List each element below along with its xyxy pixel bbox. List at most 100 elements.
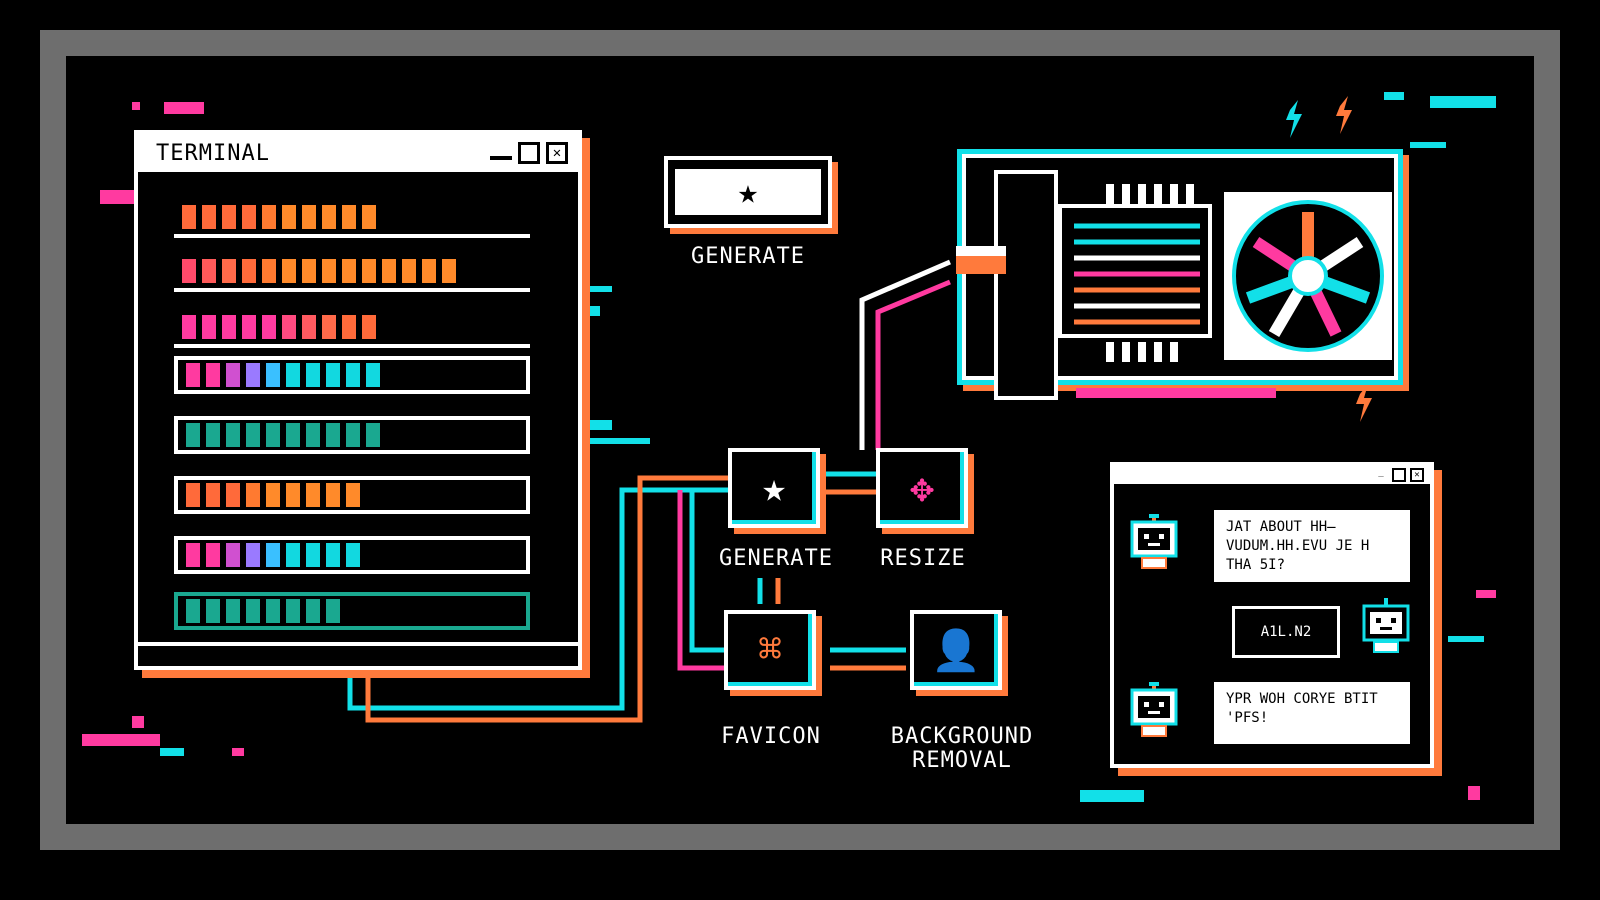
progress-segment xyxy=(226,423,240,447)
progress-segment xyxy=(362,259,376,283)
progress-segment xyxy=(226,363,240,387)
progress-segment xyxy=(246,543,260,567)
generate-node[interactable]: ★ xyxy=(728,448,820,528)
progress-segment xyxy=(362,315,376,339)
progress-segment xyxy=(226,599,240,623)
progress-segment xyxy=(186,599,200,623)
progress-segment xyxy=(306,599,320,623)
minimize-button[interactable]: _ xyxy=(1374,468,1388,482)
progress-segment xyxy=(202,315,216,339)
robot-avatar-icon xyxy=(1130,514,1178,569)
progress-segment xyxy=(246,423,260,447)
robot-avatar-icon xyxy=(1130,682,1178,737)
progress-segment xyxy=(186,543,200,567)
progress-segment xyxy=(306,423,320,447)
progress-segment xyxy=(226,543,240,567)
progress-segment xyxy=(202,259,216,283)
glitch-pixel xyxy=(1410,142,1446,148)
progress-segment xyxy=(266,483,280,507)
progress-segment xyxy=(266,423,280,447)
progress-segment xyxy=(206,483,220,507)
glitch-pixel xyxy=(578,420,612,430)
progress-segment xyxy=(302,259,316,283)
progress-segment xyxy=(286,423,300,447)
generate-node-label: GENERATE xyxy=(719,546,833,571)
progress-bar xyxy=(174,356,530,394)
progress-segment xyxy=(266,543,280,567)
terminal-bottom-rule xyxy=(138,642,578,646)
glitch-pixel xyxy=(132,716,144,728)
terminal-window: TERMINAL ✕ xyxy=(134,130,582,670)
progress-bar xyxy=(174,476,530,514)
favicon-node[interactable]: ⌘ xyxy=(724,610,816,690)
glitch-pixel xyxy=(1384,92,1404,100)
robot-avatar-icon xyxy=(1362,598,1410,653)
progress-segment xyxy=(282,259,296,283)
progress-bar xyxy=(174,254,530,292)
progress-segment xyxy=(286,543,300,567)
resize-node[interactable]: ✥ xyxy=(876,448,968,528)
glitch-pixel xyxy=(1476,590,1496,598)
progress-segment xyxy=(242,205,256,229)
progress-segment xyxy=(342,259,356,283)
progress-segment xyxy=(346,543,360,567)
glitch-pixel xyxy=(1430,96,1496,108)
progress-segment xyxy=(206,363,220,387)
progress-segment xyxy=(226,483,240,507)
chat-message-bot: JAT ABOUT HH̶ VUDUM.HH.EVU JE H THA 5I? xyxy=(1214,510,1410,582)
progress-segment xyxy=(366,423,380,447)
progress-segment xyxy=(222,315,236,339)
progress-segment xyxy=(306,543,320,567)
progress-segment xyxy=(326,363,340,387)
progress-bar xyxy=(174,592,530,630)
progress-segment xyxy=(322,259,336,283)
star-icon: ★ xyxy=(737,172,759,212)
progress-segment xyxy=(282,205,296,229)
progress-segment xyxy=(242,315,256,339)
background-removal-label: BACKGROUND xyxy=(890,724,1034,749)
progress-segment xyxy=(306,483,320,507)
resize-arrows-icon: ✥ xyxy=(909,465,935,511)
glitch-pixel xyxy=(1080,790,1144,802)
progress-segment xyxy=(442,259,456,283)
progress-segment xyxy=(322,315,336,339)
close-button[interactable]: ✕ xyxy=(1410,468,1424,482)
chat-message-bot: YPR WOH CORYE BTIT 'PFS! xyxy=(1214,682,1410,744)
progress-segment xyxy=(182,205,196,229)
terminal-title: TERMINAL xyxy=(156,140,270,166)
progress-segment xyxy=(286,483,300,507)
progress-segment xyxy=(286,363,300,387)
chat-title-bar: _ ✕ xyxy=(1114,466,1430,484)
progress-segment xyxy=(182,259,196,283)
progress-segment xyxy=(246,363,260,387)
glitch-pixel xyxy=(1468,786,1480,800)
progress-segment xyxy=(326,543,340,567)
background-removal-node[interactable]: 👤 xyxy=(910,610,1002,690)
progress-segment xyxy=(302,315,316,339)
progress-segment xyxy=(262,259,276,283)
maximize-button[interactable] xyxy=(518,142,540,164)
progress-bar xyxy=(174,416,530,454)
close-button[interactable]: ✕ xyxy=(546,142,568,164)
glitch-pixel xyxy=(1448,636,1484,642)
progress-segment xyxy=(262,205,276,229)
generate-top-label: GENERATE xyxy=(691,244,805,269)
person-cutout-icon: 👤 xyxy=(931,627,981,674)
glitch-pixel xyxy=(232,748,244,756)
glitch-pixel xyxy=(540,438,650,444)
terminal-title-bar: TERMINAL ✕ xyxy=(138,134,578,172)
graphics-card-icon xyxy=(956,96,1409,422)
minimize-button[interactable] xyxy=(490,146,512,160)
progress-segment xyxy=(186,363,200,387)
background-removal-label-2: REMOVAL xyxy=(912,748,1012,773)
progress-segment xyxy=(346,363,360,387)
progress-bar xyxy=(174,310,530,348)
chat-window: _ ✕ JAT ABOUT HH̶ VUDUM.HH.EVU JE H THA … xyxy=(1110,462,1434,768)
resize-node-label: RESIZE xyxy=(880,546,966,571)
maximize-button[interactable] xyxy=(1392,468,1406,482)
progress-segment xyxy=(186,483,200,507)
generate-top-button[interactable]: ★ xyxy=(664,156,832,228)
favicon-icon: ⌘ xyxy=(757,627,783,673)
progress-segment xyxy=(206,423,220,447)
progress-segment xyxy=(362,205,376,229)
